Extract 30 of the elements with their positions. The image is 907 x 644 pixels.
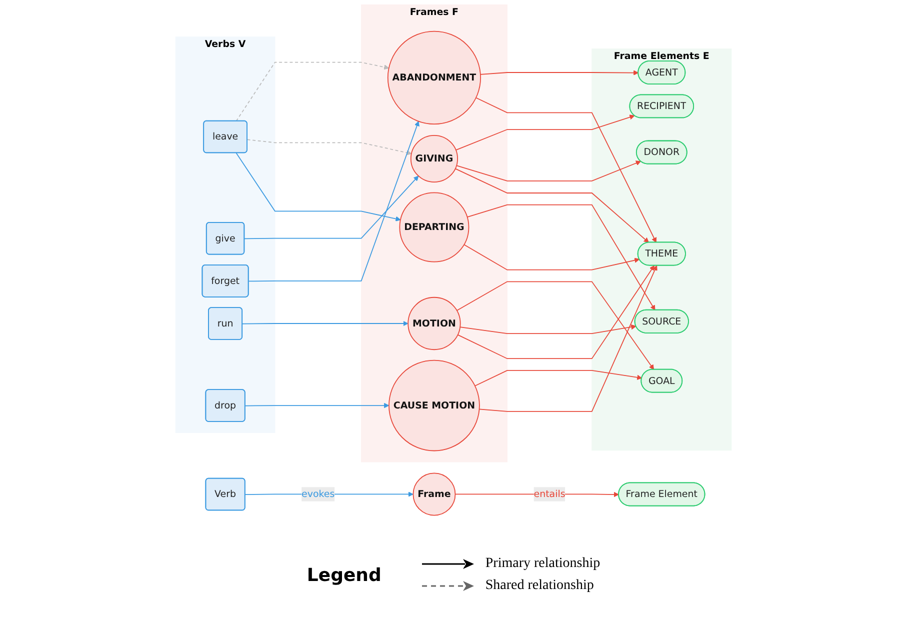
- arrow: [248, 121, 420, 282]
- arrow: [455, 114, 635, 150]
- arrow: [454, 168, 649, 243]
- node-circle: CAUSE MOTION: [388, 360, 480, 452]
- arrow: [478, 265, 658, 412]
- edge-label: entails: [534, 488, 566, 500]
- arrow: [456, 281, 654, 370]
- node-circle: ABANDONMENT: [387, 30, 481, 124]
- arrow: [476, 97, 656, 243]
- legend-text: Primary relationship: [485, 556, 600, 572]
- arrow: [236, 152, 401, 222]
- arrow: [246, 139, 412, 156]
- node-circle: GIVING: [410, 134, 458, 183]
- node-circle: MOTION: [408, 296, 461, 350]
- arrow: [474, 370, 642, 386]
- arrow: [244, 402, 390, 408]
- node-circle: DEPARTING: [399, 192, 470, 262]
- arrow: [480, 70, 639, 76]
- node-circle: Frame: [412, 472, 456, 516]
- arrow: [456, 160, 641, 182]
- arrow: [242, 320, 408, 326]
- arrow: [466, 204, 656, 310]
- legend-heading: Legend: [306, 564, 382, 586]
- arrow: [236, 62, 390, 122]
- arrow: [464, 244, 640, 270]
- arrow: [460, 324, 636, 334]
- legend-text: Shared relationship: [485, 578, 594, 594]
- arrow: [457, 265, 654, 360]
- edge-label: evokes: [302, 488, 335, 500]
- arrow: [244, 176, 419, 240]
